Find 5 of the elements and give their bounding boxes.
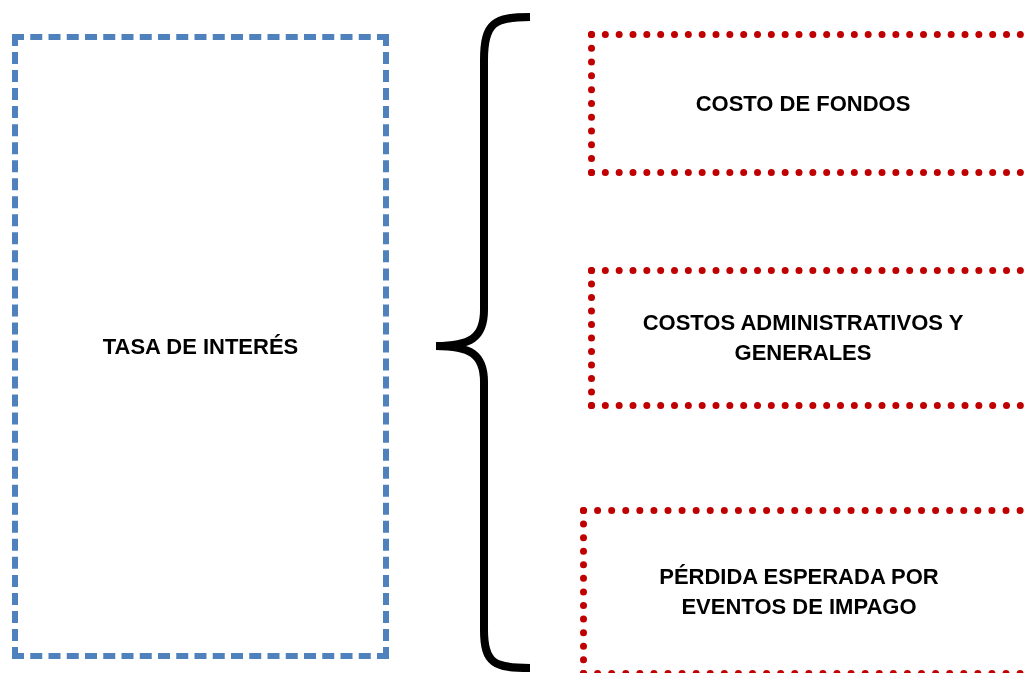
node-label: COSTO DE FONDOS: [695, 90, 911, 116]
node-label: TASA DE INTERÉS: [102, 333, 299, 359]
node-label: COSTOS ADMINISTRATIVOS Y GENERALES: [642, 310, 964, 365]
dashed-box: [12, 34, 389, 659]
node-label: PÉRDIDA ESPERADA POR EVENTOS DE IMPAGO: [659, 564, 939, 619]
